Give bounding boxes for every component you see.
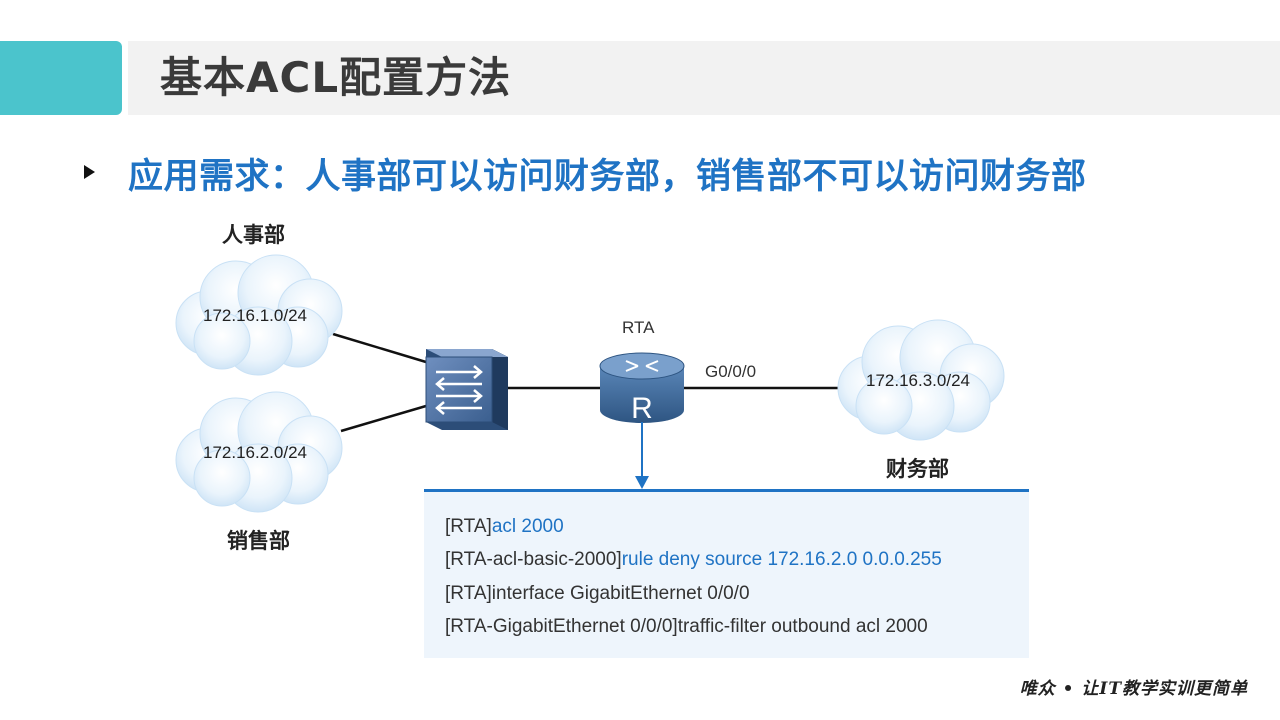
router-icon: R xyxy=(599,352,685,425)
config-prompt: [RTA] xyxy=(445,516,492,537)
link-hr-switch xyxy=(332,332,427,364)
svg-text:R: R xyxy=(631,392,653,425)
network-label-hr: 172.16.1.0/24 xyxy=(203,306,307,325)
config-prompt: [RTA-acl-basic-2000] xyxy=(445,549,622,570)
config-line: [RTA-GigabitEthernet 0/0/0]traffic-filte… xyxy=(445,616,928,638)
interface-label: G0/0/0 xyxy=(705,362,757,381)
config-command: rule deny source 172.16.2.0 0.0.0.255 xyxy=(621,549,942,570)
network-label-sales: 172.16.2.0/24 xyxy=(203,443,307,462)
config-line: [RTA-acl-basic-2000]rule deny source 172… xyxy=(445,549,942,571)
bullet-icon xyxy=(84,165,95,179)
config-command: acl 2000 xyxy=(491,516,564,537)
config-line: [RTA]interface GigabitEthernet 0/0/0 xyxy=(445,583,750,605)
dept-label-hr: 人事部 xyxy=(222,223,285,247)
dept-label-finance: 财务部 xyxy=(886,457,949,481)
network-label-finance: 172.16.3.0/24 xyxy=(866,371,970,390)
requirement-text: 应用需求：人事部可以访问财务部，销售部不可以访问财务部 xyxy=(128,157,1087,197)
title-accent-bar xyxy=(0,41,122,115)
link-sales-switch xyxy=(340,404,427,433)
footer-slogan: 唯众 • 让IT教学实训更简单 xyxy=(1019,679,1248,699)
config-arrow-head xyxy=(635,476,649,489)
config-prompt: [RTA]interface GigabitEthernet 0/0/0 xyxy=(445,583,750,604)
config-box: [RTA]acl 2000 [RTA-acl-basic-2000]rule d… xyxy=(424,489,1029,658)
router-name: RTA xyxy=(622,318,655,337)
page-title: 基本ACL配置方法 xyxy=(160,53,512,102)
config-prompt: [RTA-GigabitEthernet 0/0/0]traffic-filte… xyxy=(445,616,928,637)
config-line: [RTA]acl 2000 xyxy=(445,516,564,538)
title-bar xyxy=(128,41,1280,115)
switch-icon xyxy=(425,349,508,430)
dept-label-sales: 销售部 xyxy=(227,529,290,553)
